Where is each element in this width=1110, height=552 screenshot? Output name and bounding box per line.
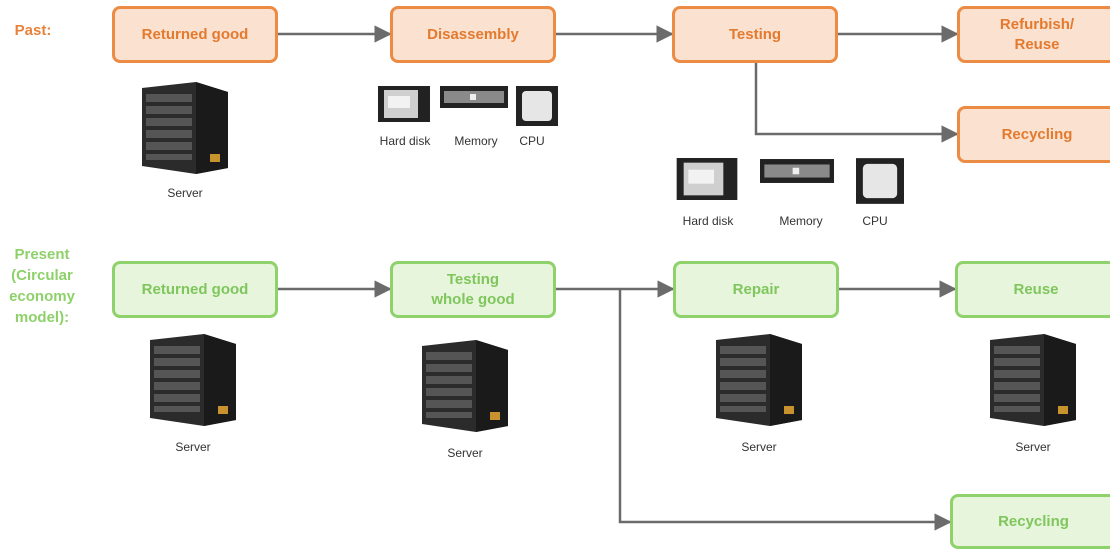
- past-returned-good-box: Returned good: [112, 6, 278, 63]
- testing-cpu-caption: CPU: [862, 214, 888, 228]
- past-refurbish-label-line2: Reuse: [1014, 35, 1060, 53]
- present-row-label: Present (Circular economy model):: [2, 244, 82, 328]
- present-label-line1: Present: [14, 246, 70, 263]
- past-testing-label: Testing: [728, 25, 782, 43]
- present-testing-server-caption: Server: [447, 446, 483, 460]
- past-recycling-label: Recycling: [1001, 125, 1073, 143]
- cpu-icon: [516, 86, 558, 126]
- past-server-icon: [142, 82, 228, 174]
- present-returned-good-box: Returned good: [112, 261, 278, 318]
- present-recycling-box: Recycling: [950, 494, 1110, 549]
- past-hard-disk-caption: Hard disk: [379, 134, 431, 148]
- present-label-line3: economy: [9, 288, 75, 305]
- present-testing-whole-good-box: Testing whole good: [390, 261, 556, 318]
- arrow-past-testing-to-recycling: [754, 63, 959, 143]
- arrow-present-to-recycling: [618, 289, 952, 531]
- present-label-line4: model):: [14, 309, 70, 326]
- present-returned-server-icon: [150, 334, 236, 426]
- past-cpu-caption: CPU: [519, 134, 545, 148]
- past-returned-good-label: Returned good: [141, 25, 249, 43]
- past-memory-caption: Memory: [454, 134, 498, 148]
- testing-memory-caption: Memory: [779, 214, 823, 228]
- memory-icon: [440, 86, 508, 108]
- present-label-line2: (Circular: [11, 267, 73, 284]
- present-returned-server-caption: Server: [175, 440, 211, 454]
- cpu-icon: [856, 158, 904, 204]
- present-reuse-server-icon: [990, 334, 1076, 426]
- present-testing-server-icon: [422, 340, 508, 432]
- present-repair-server-caption: Server: [741, 440, 777, 454]
- present-recycling-label: Recycling: [998, 512, 1069, 530]
- present-reuse-label: Reuse: [1013, 280, 1059, 298]
- past-refurbish-label-line1: Refurbish/: [999, 15, 1075, 33]
- past-recycling-box: Recycling: [957, 106, 1110, 163]
- present-repair-box: Repair: [673, 261, 839, 318]
- present-testing-label-line2: whole good: [431, 290, 515, 308]
- present-repair-label: Repair: [732, 280, 780, 298]
- present-reuse-server-caption: Server: [1015, 440, 1051, 454]
- testing-hard-disk-caption: Hard disk: [682, 214, 734, 228]
- hard-disk-icon: [676, 158, 738, 200]
- past-disassembly-box: Disassembly: [390, 6, 556, 63]
- past-disassembly-label: Disassembly: [427, 25, 519, 43]
- present-reuse-box: Reuse: [955, 261, 1110, 318]
- present-testing-label-line1: Testing: [446, 270, 500, 288]
- hard-disk-icon: [378, 86, 430, 122]
- present-repair-server-icon: [716, 334, 802, 426]
- past-refurbish-reuse-box: Refurbish/Reuse: [957, 6, 1110, 63]
- present-returned-good-label: Returned good: [141, 280, 249, 298]
- past-server-caption: Server: [167, 186, 203, 200]
- past-row-label: Past:: [14, 22, 52, 39]
- past-testing-box: Testing: [672, 6, 838, 63]
- memory-icon: [760, 159, 834, 183]
